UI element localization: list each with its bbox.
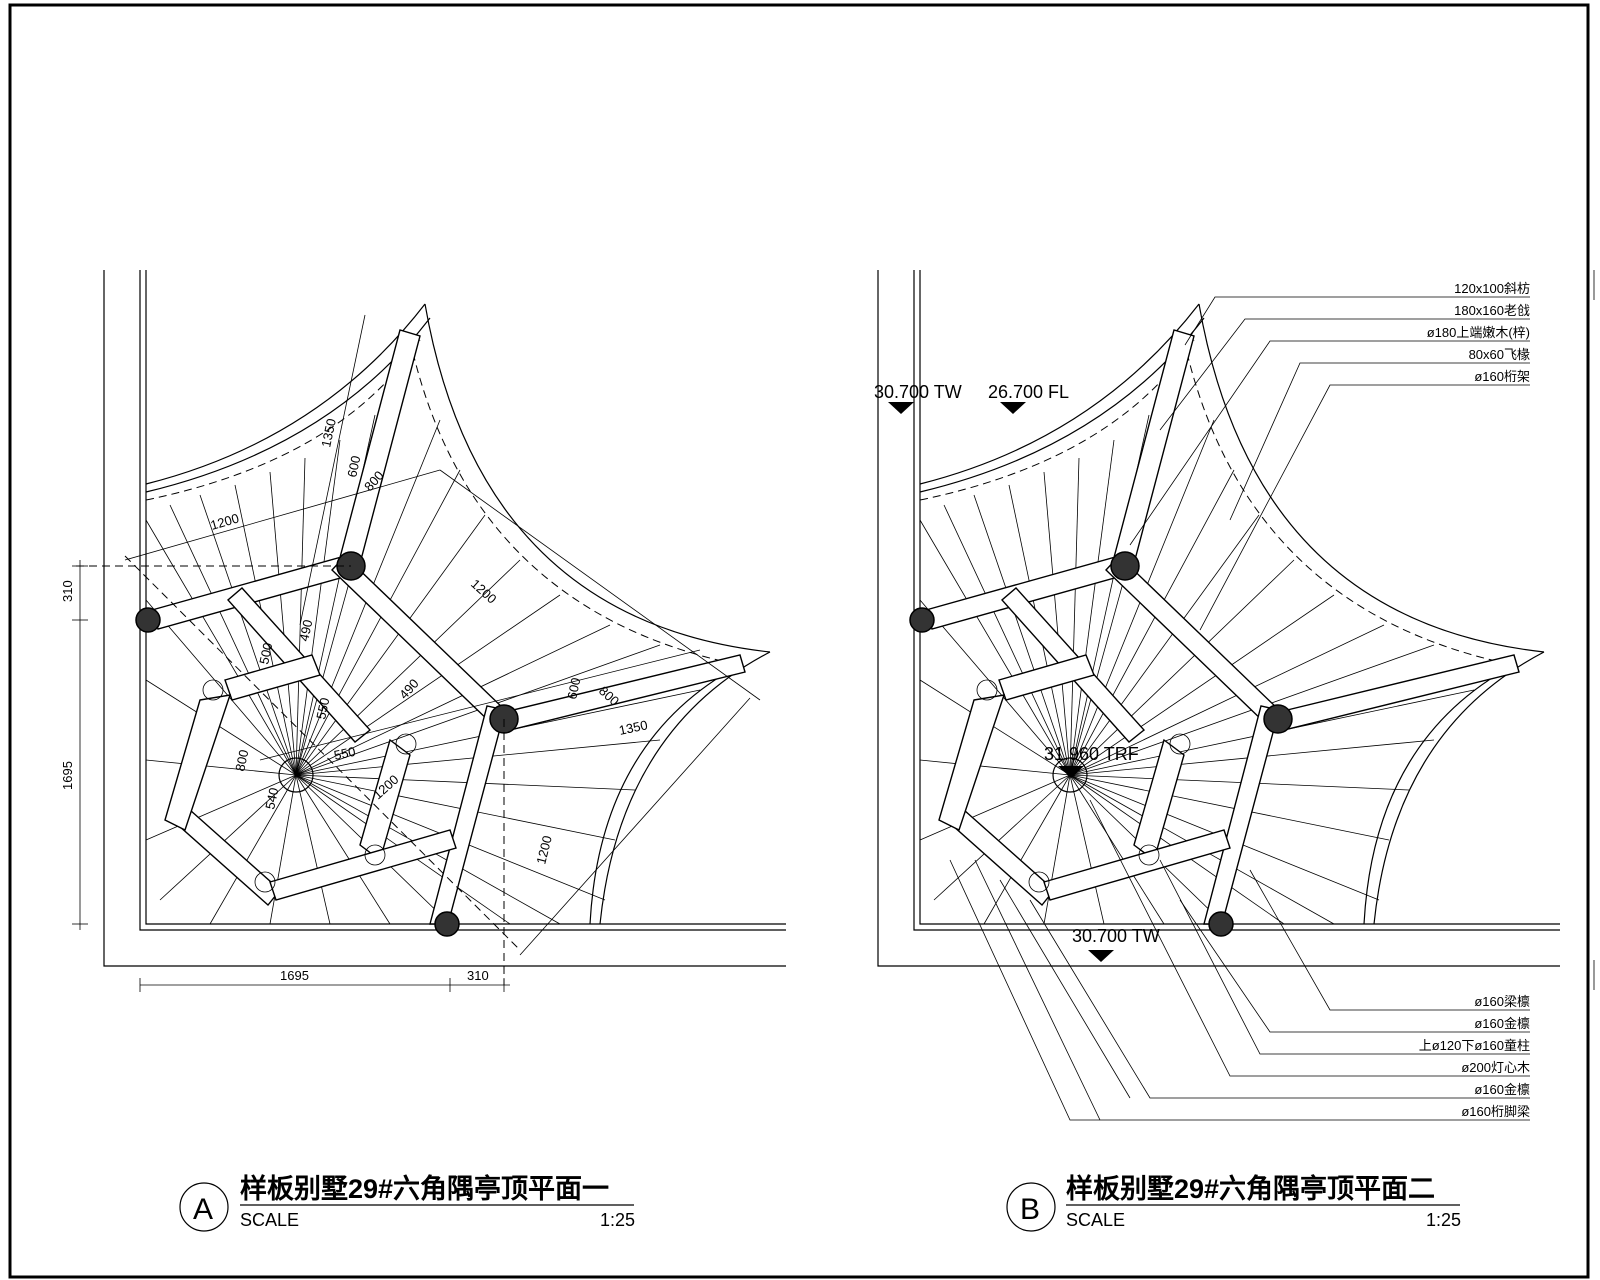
dim-upper-600: 600 xyxy=(344,454,363,478)
dim-upper-1350: 1350 xyxy=(318,417,339,448)
label-bottom-5: ø160金檩 xyxy=(1474,1082,1530,1097)
plan-b-scale-label: SCALE xyxy=(1066,1210,1125,1230)
dim-right-600: 600 xyxy=(564,676,583,700)
plan-b-title-block: B 样板别墅29#六角隅亭顶平面二 SCALE 1:25 xyxy=(1006,1173,1461,1232)
elevation-marker-icon xyxy=(888,402,914,414)
plan-b-labels-top: 120x100斜枋 180x160老戗 ø180上端嫩木(梓) 80x60飞椽 … xyxy=(1427,281,1530,384)
plan-a-title-block: A 样板别墅29#六角隅亭顶平面一 SCALE 1:25 xyxy=(179,1173,635,1232)
label-top-3: ø180上端嫩木(梓) xyxy=(1427,325,1530,340)
dim-mid-550: 550 xyxy=(333,744,357,763)
plan-b-labels-bottom: ø160梁檩 ø160金檩 上ø120下ø160童柱 ø200灯心木 ø160金… xyxy=(1419,994,1530,1119)
plan-a-title: 样板别墅29#六角隅亭顶平面一 xyxy=(240,1173,609,1204)
label-bottom-1: ø160梁檩 xyxy=(1474,994,1530,1009)
dim-right-1350: 1350 xyxy=(618,717,649,738)
label-bottom-3: 上ø120下ø160童柱 xyxy=(1419,1038,1530,1053)
plan-b-elevations: 30.700 TW 26.700 FL 31.960 TRF 30.700 TW xyxy=(874,382,1160,946)
plan-b-marker: B xyxy=(1020,1193,1040,1226)
dim-mid-490: 490 xyxy=(396,676,422,702)
sheet-border xyxy=(8,3,1590,1279)
dim-left-top: 310 xyxy=(60,580,75,602)
dim-inner-550: 550 xyxy=(313,696,332,720)
elevation-tw-left: 30.700 TW xyxy=(874,382,962,402)
label-bottom-4: ø200灯心木 xyxy=(1461,1060,1530,1075)
dim-bottom-right: 310 xyxy=(467,968,489,983)
label-top-1: 120x100斜枋 xyxy=(1454,281,1530,296)
label-top-4: 80x60飞椽 xyxy=(1469,347,1530,362)
dim-upper-1200: 1200 xyxy=(209,510,241,532)
plan-b-drawing xyxy=(877,270,1560,1121)
label-top-2: 180x160老戗 xyxy=(1454,303,1530,318)
plan-a-scale-label: SCALE xyxy=(240,1210,299,1230)
plan-b-title: 样板别墅29#六角隅亭顶平面二 xyxy=(1066,1173,1435,1204)
elevation-trf: 31.960 TRF xyxy=(1044,744,1139,764)
elevation-tw-bottom: 30.700 TW xyxy=(1072,926,1160,946)
plan-b-marker-circle xyxy=(1006,1182,1056,1232)
label-bottom-2: ø160金檩 xyxy=(1474,1016,1530,1031)
dim-inner-490: 490 xyxy=(296,618,315,642)
label-top-5: ø160桁架 xyxy=(1474,369,1530,384)
plan-a-marker-circle xyxy=(179,1182,229,1232)
dim-inner-800: 800 xyxy=(232,748,251,772)
dim-inner-540: 540 xyxy=(262,786,281,810)
plan-a-marker: A xyxy=(193,1193,213,1226)
plan-a-drawing xyxy=(72,270,786,992)
elevation-marker-icon xyxy=(1088,950,1114,962)
dim-left-main: 1695 xyxy=(60,761,75,790)
elevation-marker-icon xyxy=(1058,766,1084,778)
dim-lower-1200: 1200 xyxy=(533,834,555,866)
dim-right-1200: 1200 xyxy=(468,576,500,606)
dim-inner-500: 500 xyxy=(256,641,275,665)
label-bottom-6: ø160桁脚梁 xyxy=(1461,1104,1530,1119)
elevation-marker-icon xyxy=(1000,402,1026,414)
elevation-fl: 26.700 FL xyxy=(988,382,1069,402)
dim-bottom-main: 1695 xyxy=(280,968,309,983)
plan-b-scale-value: 1:25 xyxy=(1426,1210,1461,1230)
plan-a-scale-value: 1:25 xyxy=(600,1210,635,1230)
